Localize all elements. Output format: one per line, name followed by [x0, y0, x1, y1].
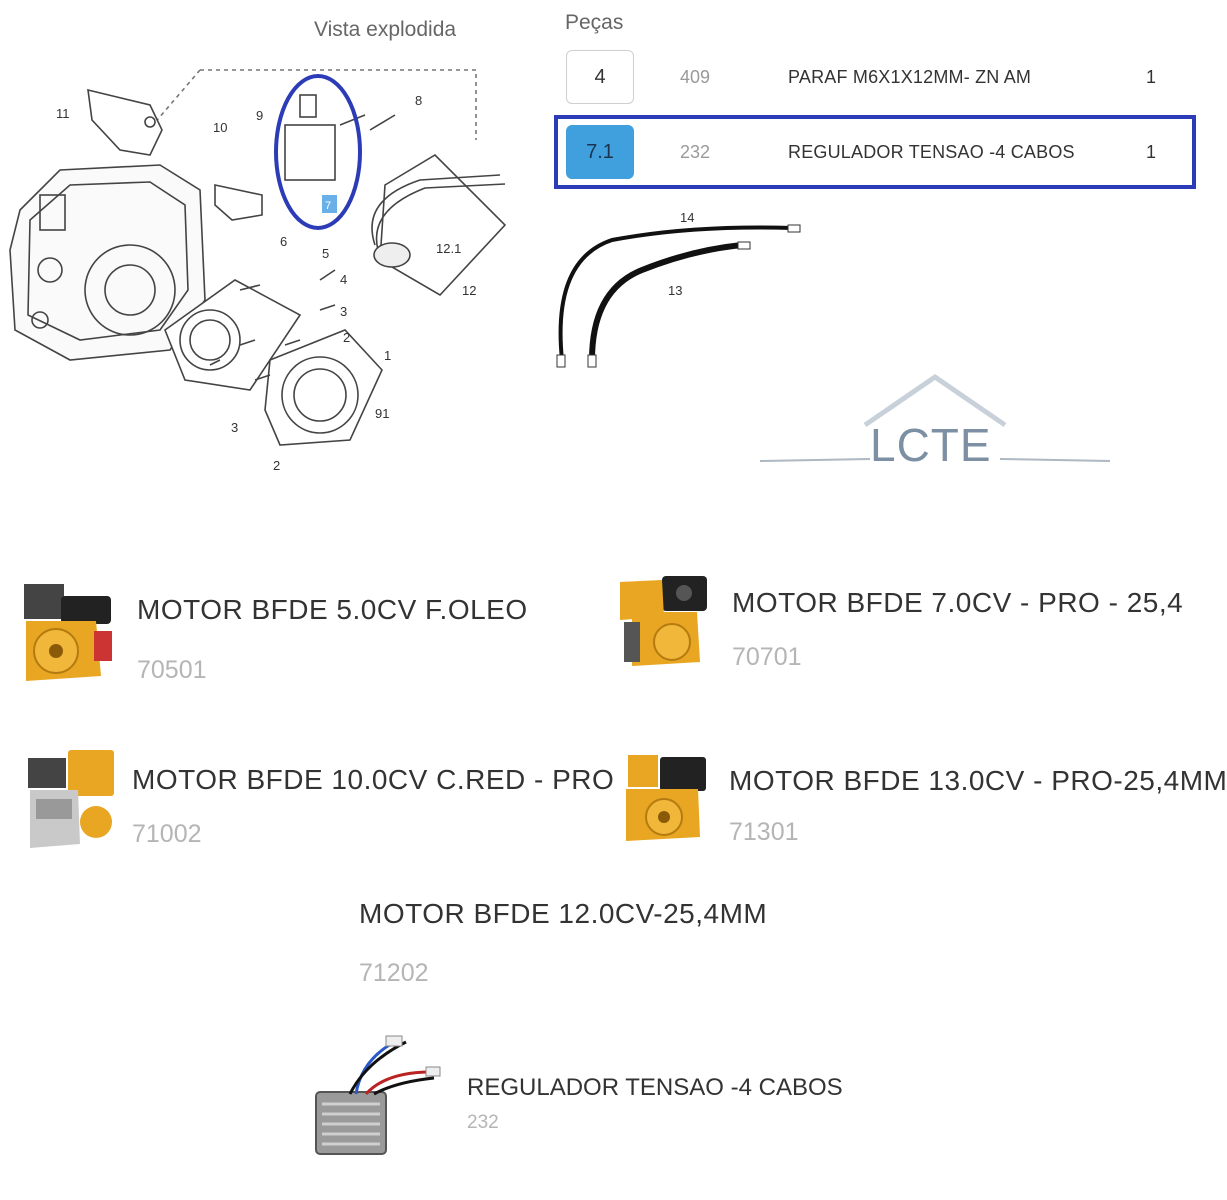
callout-6: 6 [280, 234, 287, 249]
callout-3: 3 [340, 304, 347, 319]
exploded-view-diagram: 11 10 9 8 7 6 5 4 3 2 1 91 12.1 12 3 2 [9, 69, 507, 473]
callout-13: 13 [668, 283, 682, 298]
product-code: 71202 [359, 959, 429, 987]
product-code: 70501 [137, 656, 207, 684]
product-code: 232 [467, 1112, 499, 1133]
product-title[interactable]: REGULADOR TENSAO -4 CABOS [467, 1074, 843, 1101]
part-item-button[interactable]: 4 [566, 50, 634, 104]
product-card[interactable]: MOTOR BFDE 12.0CV-25,4MM 71202 [350, 890, 850, 1000]
product-title[interactable]: MOTOR BFDE 7.0CV - PRO - 25,4 [732, 587, 1184, 618]
diagram-title: Vista explodida [314, 18, 457, 41]
callout-10: 10 [213, 120, 227, 135]
callout-4: 4 [340, 272, 347, 287]
product-card[interactable]: MOTOR BFDE 13.0CV - PRO-25,4MM 71301 [612, 745, 1227, 850]
parts-title: Peças [565, 11, 624, 34]
part-amount: 1 [1146, 67, 1157, 87]
parts-row[interactable]: 4 409 PARAF M6X1X12MM- ZN AM 1 [556, 50, 1196, 122]
engine-icon [620, 576, 707, 666]
callout-9: 9 [256, 108, 263, 123]
engine-icon [24, 584, 112, 681]
product-code: 70701 [732, 643, 802, 671]
voltage-regulator-icon [315, 1035, 441, 1155]
callout-91: 91 [375, 406, 389, 421]
lcte-logo-text: LCTE [870, 419, 992, 471]
part-code: 409 [680, 67, 711, 87]
callout-1: 1 [384, 348, 391, 363]
callout-2: 2 [343, 330, 350, 345]
product-title[interactable]: MOTOR BFDE 12.0CV-25,4MM [359, 898, 768, 929]
product-card[interactable]: MOTOR BFDE 5.0CV F.OLEO 70501 [10, 570, 570, 690]
callout-2b: 2 [273, 458, 280, 473]
parts-row-selected[interactable]: 7.1 232 REGULADOR TENSAO -4 CABOS 1 [556, 125, 1196, 197]
callout-5: 5 [322, 246, 329, 261]
product-title[interactable]: MOTOR BFDE 13.0CV - PRO-25,4MM [729, 765, 1227, 796]
engine-icon [626, 755, 706, 841]
part-description: REGULADOR TENSAO -4 CABOS [788, 142, 1075, 162]
selected-row-highlight [554, 115, 1196, 189]
callout-3b: 3 [231, 420, 238, 435]
callout-7: 7 [325, 200, 331, 212]
part-item-button-active[interactable]: 7.1 [566, 125, 634, 179]
callout-14: 14 [680, 210, 694, 225]
part-amount: 1 [1146, 142, 1157, 162]
product-title[interactable]: MOTOR BFDE 5.0CV F.OLEO [137, 594, 528, 625]
engine-icon [28, 750, 114, 848]
lcte-logo: LCTE [759, 373, 1111, 471]
product-code: 71301 [729, 818, 799, 846]
callout-12: 12 [462, 283, 476, 298]
callout-8: 8 [415, 93, 422, 108]
product-card[interactable]: REGULADOR TENSAO -4 CABOS 232 [300, 1030, 900, 1165]
part-code: 232 [680, 142, 711, 162]
cables-diagram: 14 13 [556, 210, 801, 368]
product-title[interactable]: MOTOR BFDE 10.0CV C.RED - PRO [132, 764, 615, 795]
callout-11: 11 [56, 106, 70, 121]
product-code: 71002 [132, 820, 202, 848]
product-card[interactable]: MOTOR BFDE 10.0CV C.RED - PRO 71002 [10, 740, 614, 855]
callout-12-1: 12.1 [436, 241, 461, 256]
product-card[interactable]: MOTOR BFDE 7.0CV - PRO - 25,4 70701 [610, 570, 1195, 680]
part-description: PARAF M6X1X12MM- ZN AM [788, 67, 1032, 87]
